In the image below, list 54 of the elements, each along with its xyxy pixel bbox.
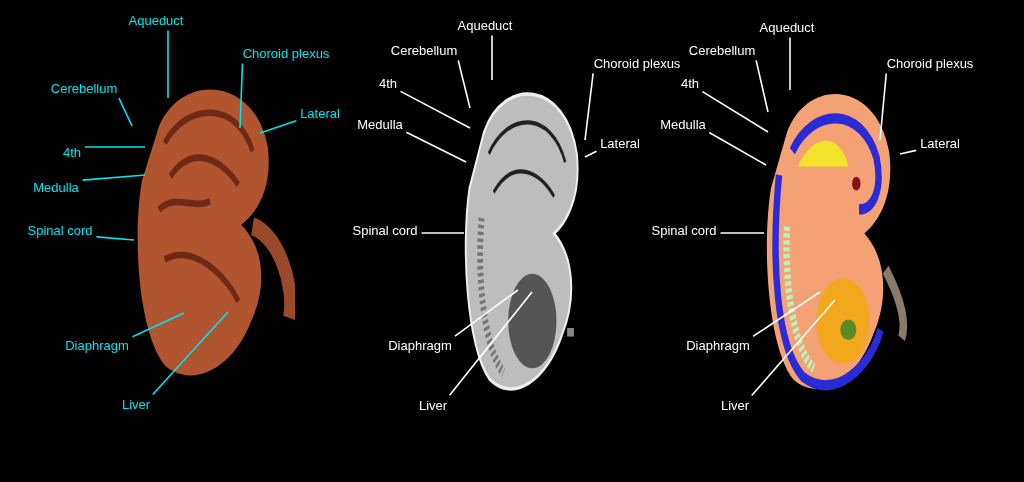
structure-label: Diaphragm bbox=[686, 338, 750, 352]
leader-line bbox=[259, 120, 298, 134]
leader-line bbox=[239, 62, 244, 129]
leader-line bbox=[454, 289, 519, 337]
leader-line bbox=[84, 146, 146, 148]
leader-line bbox=[152, 311, 229, 396]
structure-label: 4th bbox=[680, 76, 700, 90]
structure-label: Choroid plexus bbox=[593, 56, 681, 70]
structure-label: 4th bbox=[62, 145, 82, 159]
leader-line bbox=[420, 232, 465, 234]
structure-label: Lateral bbox=[300, 106, 340, 120]
leader-line bbox=[879, 72, 888, 141]
structure-label: Medulla bbox=[357, 117, 403, 131]
structure-label: Choroid plexus bbox=[242, 46, 330, 60]
leader-line bbox=[491, 34, 493, 81]
leader-line bbox=[399, 90, 471, 129]
structure-label: Liver bbox=[720, 398, 750, 412]
structure-label: Cerebellum bbox=[50, 81, 118, 95]
structure-label: Aqueduct bbox=[128, 13, 184, 27]
leader-line bbox=[755, 59, 769, 113]
leader-line bbox=[448, 291, 533, 397]
leader-line bbox=[95, 236, 135, 241]
leader-line bbox=[750, 299, 836, 397]
structure-label: Aqueduct bbox=[457, 18, 513, 32]
leader-line bbox=[167, 29, 169, 99]
leader-line bbox=[719, 232, 765, 234]
structure-label: Cerebellum bbox=[688, 43, 756, 57]
structure-label: Spinal cord bbox=[27, 223, 93, 237]
structure-label: Medulla bbox=[660, 117, 706, 131]
leader-line bbox=[131, 312, 185, 338]
leader-line bbox=[81, 174, 146, 181]
leader-line bbox=[899, 149, 917, 155]
leader-line bbox=[789, 36, 791, 91]
leader-line bbox=[584, 72, 594, 141]
leader-line bbox=[584, 150, 598, 158]
structure-label: 4th bbox=[378, 76, 398, 90]
leader-line bbox=[118, 97, 133, 127]
leader-line bbox=[752, 291, 821, 338]
structure-label: Liver bbox=[121, 397, 151, 411]
structure-label: Diaphragm bbox=[388, 338, 452, 352]
leader-line bbox=[405, 131, 467, 163]
structure-label: Liver bbox=[418, 398, 448, 412]
structure-label: Spinal cord bbox=[651, 223, 717, 237]
leader-line bbox=[457, 59, 471, 109]
structure-label: Diaphragm bbox=[65, 338, 129, 352]
structure-label: Aqueduct bbox=[759, 20, 815, 34]
structure-label: Lateral bbox=[920, 136, 960, 150]
structure-label: Medulla bbox=[33, 180, 79, 194]
leader-line bbox=[708, 131, 767, 166]
structure-label: Lateral bbox=[600, 136, 640, 150]
structure-label: Cerebellum bbox=[390, 43, 458, 57]
structure-label: Choroid plexus bbox=[886, 56, 974, 70]
leader-line bbox=[701, 90, 769, 133]
structure-label: Spinal cord bbox=[352, 223, 418, 237]
